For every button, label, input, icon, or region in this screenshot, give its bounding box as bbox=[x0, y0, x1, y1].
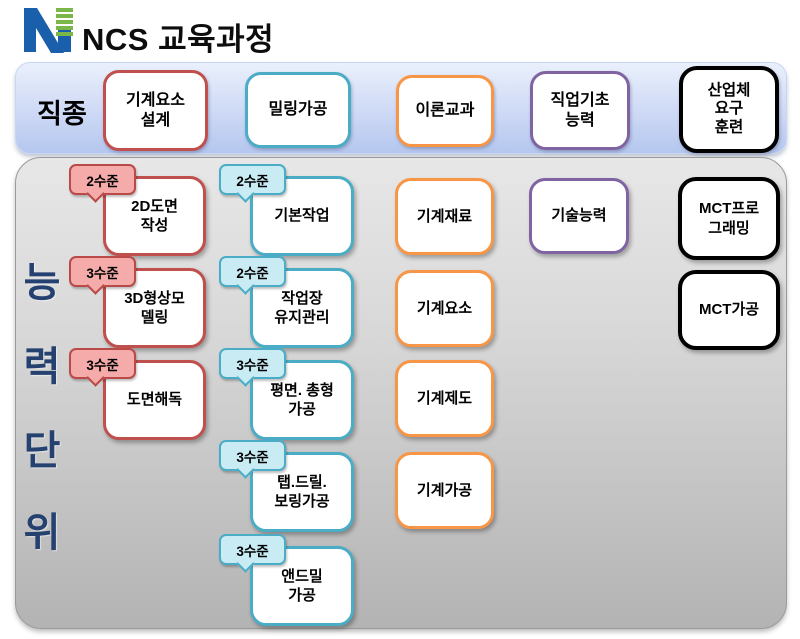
unit-box-machine-elements: 기계요소 bbox=[395, 270, 494, 347]
level-badge-2d-drawing: 2수준 bbox=[69, 164, 136, 203]
level-badge-text: 3수준 bbox=[86, 357, 119, 373]
level-badge-text: 2수준 bbox=[86, 173, 119, 189]
job-box-milling: 밀링가공 bbox=[245, 72, 351, 148]
side-label-char-2: 력 bbox=[23, 345, 61, 389]
level-badge-tap-drill-boring: 3수준 bbox=[219, 440, 286, 479]
job-box-theory-subjects: 이론교과 bbox=[396, 75, 494, 147]
level-badge-text: 2수준 bbox=[236, 265, 269, 281]
level-badge-text: 3수준 bbox=[236, 357, 269, 373]
side-label-char-4: 위 bbox=[23, 511, 61, 555]
level-badge-text: 3수준 bbox=[86, 265, 119, 281]
job-bar-label: 직종 bbox=[37, 99, 87, 129]
logo-green-stripes bbox=[56, 8, 73, 38]
level-badge-text: 2수준 bbox=[236, 173, 269, 189]
ncs-logo-icon: N bbox=[24, 8, 73, 53]
side-label-char-3: 단 bbox=[23, 429, 61, 473]
level-badge-3d-modeling: 3수준 bbox=[69, 256, 136, 295]
page-title: NCS 교육과정 bbox=[82, 22, 275, 57]
job-box-machine-element-design: 기계요소 설계 bbox=[103, 70, 208, 151]
unit-box-mct-machining: MCT가공 bbox=[678, 270, 780, 350]
side-label-char-1: 능 bbox=[23, 261, 61, 305]
level-badge-endmill-machining: 3수준 bbox=[219, 534, 286, 573]
unit-box-machine-materials: 기계재료 bbox=[395, 178, 494, 255]
job-box-basic-vocational-skills: 직업기초 능력 bbox=[530, 71, 630, 150]
level-badge-text: 3수준 bbox=[236, 449, 269, 465]
level-badge-plane-form-machining: 3수준 bbox=[219, 348, 286, 387]
unit-box-machine-machining: 기계가공 bbox=[395, 452, 494, 529]
unit-box-technical-skill: 기술능력 bbox=[529, 178, 629, 254]
level-badge-drawing-reading: 3수준 bbox=[69, 348, 136, 387]
level-badge-workplace-maintenance: 2수준 bbox=[219, 256, 286, 295]
unit-box-machine-drafting: 기계제도 bbox=[395, 360, 494, 437]
level-badge-basic-work: 2수준 bbox=[219, 164, 286, 203]
unit-box-3d-modeling: 3D형상모 델링 bbox=[103, 268, 206, 348]
unit-box-mct-programming: MCT프로 그래밍 bbox=[678, 177, 780, 260]
job-box-industry-demand-training: 산업체 요구 훈련 bbox=[679, 66, 779, 153]
level-badge-text: 3수준 bbox=[236, 543, 269, 559]
logo-right-stem bbox=[58, 30, 71, 52]
